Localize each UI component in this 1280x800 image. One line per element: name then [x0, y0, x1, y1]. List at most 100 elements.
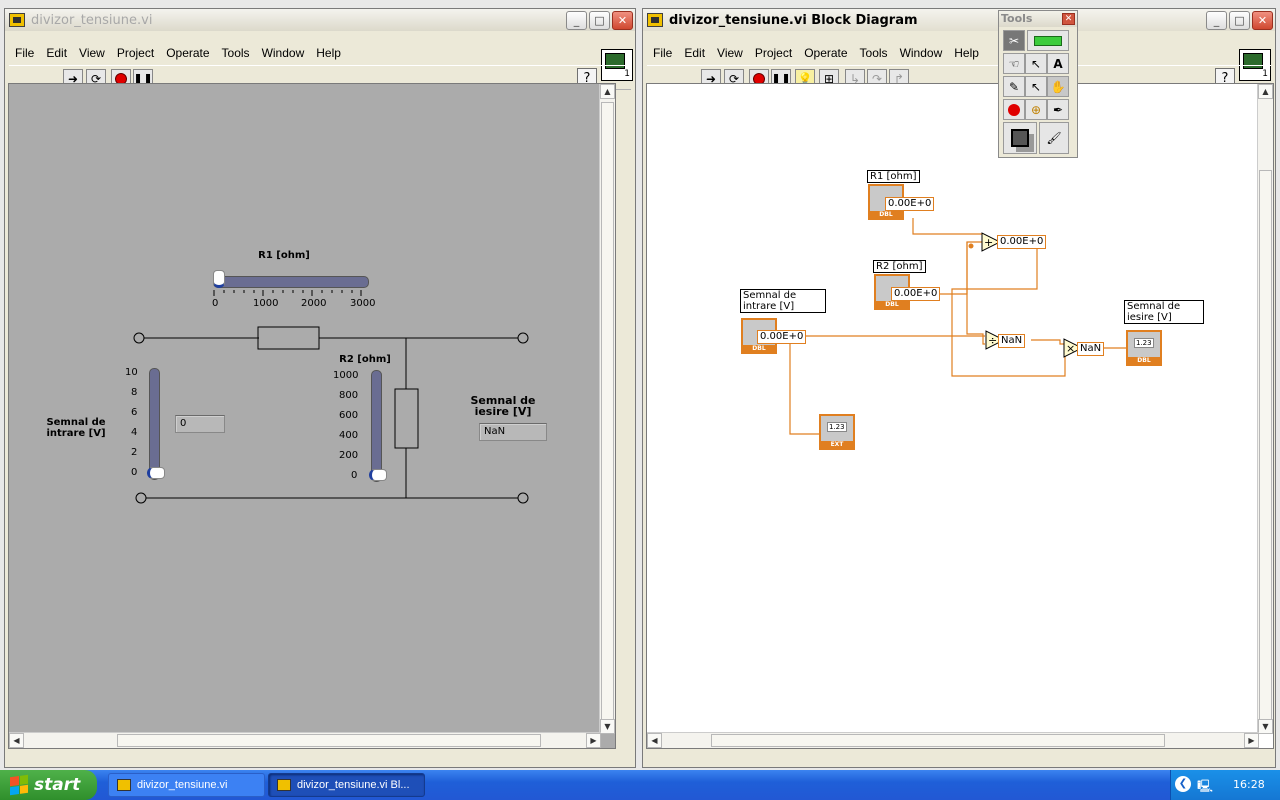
- network-icon[interactable]: 🖳: [1197, 779, 1214, 793]
- clock[interactable]: 16:28: [1233, 778, 1265, 791]
- input-indicator-terminal[interactable]: 1.23 EXT: [819, 414, 855, 450]
- menu-operate[interactable]: Operate: [166, 46, 210, 60]
- front-panel-titlebar[interactable]: divizor_tensiune.vi _ □ ✕: [5, 9, 635, 31]
- menu-project[interactable]: Project: [116, 46, 155, 60]
- r1-slider-track[interactable]: [213, 276, 369, 288]
- menu-project[interactable]: Project: [754, 46, 793, 60]
- menu-edit[interactable]: Edit: [46, 46, 68, 60]
- breakpoint-icon[interactable]: [1003, 99, 1025, 120]
- connect-wire-icon[interactable]: ✎: [1003, 76, 1025, 97]
- minimize-button[interactable]: _: [1206, 11, 1227, 30]
- r2-tick: 0: [351, 470, 358, 481]
- automatic-tool-icon[interactable]: ✂: [1003, 30, 1025, 51]
- probe-icon[interactable]: ⊕: [1025, 99, 1047, 120]
- output-indicator-terminal[interactable]: 1.23 DBL: [1126, 330, 1162, 366]
- divide-probe-value: NaN: [998, 334, 1026, 348]
- r2-slider-thumb[interactable]: [369, 469, 387, 481]
- numeric-indicator-icon: 1.23: [1134, 338, 1154, 348]
- vertical-scrollbar[interactable]: ▲ ▼: [599, 84, 615, 734]
- scroll-up-icon[interactable]: ▲: [1258, 84, 1273, 99]
- svg-text:÷: ÷: [988, 334, 997, 347]
- get-color-icon[interactable]: ✒: [1047, 99, 1069, 120]
- tray-expand-icon[interactable]: ❮: [1175, 776, 1191, 792]
- r1-tick: 2000: [301, 298, 327, 309]
- divide-function[interactable]: ÷: [985, 330, 1005, 350]
- scroll-window-icon[interactable]: ✋: [1047, 76, 1069, 97]
- tools-palette: Tools ✕ ✂ ☜ ↖ A ✎ ↖ ✋ ⊕ ✒ 🖌: [998, 10, 1078, 158]
- menu-edit[interactable]: Edit: [684, 46, 706, 60]
- scroll-thumb[interactable]: [1259, 170, 1272, 720]
- taskbar-item-front-panel[interactable]: divizor_tensiune.vi: [108, 773, 265, 797]
- vertical-scrollbar[interactable]: ▲ ▼: [1257, 84, 1273, 734]
- scroll-up-icon[interactable]: ▲: [600, 84, 615, 99]
- auto-select-indicator-icon[interactable]: [1027, 30, 1069, 51]
- tools-palette-title[interactable]: Tools: [999, 11, 1077, 27]
- menu-window[interactable]: Window: [899, 46, 943, 60]
- scroll-thumb[interactable]: [117, 734, 541, 747]
- horizontal-scrollbar[interactable]: ◀ ▶: [647, 732, 1259, 748]
- svg-text:×: ×: [1066, 342, 1075, 355]
- menu-file[interactable]: File: [653, 46, 673, 60]
- windows-flag-icon: [10, 774, 28, 796]
- paintbrush-icon[interactable]: 🖌: [1039, 122, 1069, 154]
- r2-tick: 800: [339, 390, 359, 401]
- r1-slider-thumb[interactable]: [213, 270, 225, 288]
- labview-app-icon: [647, 13, 663, 27]
- scroll-left-icon[interactable]: ◀: [9, 733, 24, 748]
- input-slider-track[interactable]: [149, 368, 160, 480]
- maximize-button[interactable]: □: [589, 11, 610, 30]
- scroll-thumb[interactable]: [601, 102, 614, 722]
- numeric-indicator-icon: 1.23: [827, 422, 847, 432]
- input-digital-display[interactable]: 0: [175, 415, 225, 433]
- scroll-left-icon[interactable]: ◀: [647, 733, 662, 748]
- menu-tools[interactable]: Tools: [221, 46, 250, 60]
- edit-text-icon[interactable]: A: [1047, 53, 1069, 74]
- window-title: divizor_tensiune.vi Block Diagram: [669, 12, 918, 28]
- tools-close-icon[interactable]: ✕: [1062, 13, 1075, 25]
- scroll-down-icon[interactable]: ▼: [600, 719, 615, 734]
- menu-help[interactable]: Help: [954, 46, 979, 60]
- input-tick: 8: [131, 387, 138, 398]
- menu-file[interactable]: File: [15, 46, 35, 60]
- object-shortcut-menu-icon[interactable]: ↖: [1025, 76, 1047, 97]
- menu-tools[interactable]: Tools: [859, 46, 888, 60]
- close-button[interactable]: ✕: [1252, 11, 1273, 30]
- set-color-icon[interactable]: [1003, 122, 1037, 154]
- labview-app-icon: [117, 779, 131, 791]
- horizontal-scrollbar[interactable]: ◀ ▶: [9, 732, 601, 748]
- start-label: start: [34, 775, 81, 795]
- add-probe-value: 0.00E+0: [997, 235, 1047, 249]
- maximize-button[interactable]: □: [1229, 11, 1250, 30]
- scroll-right-icon[interactable]: ▶: [1244, 733, 1259, 748]
- close-button[interactable]: ✕: [612, 11, 633, 30]
- taskbar-item-block-diagram[interactable]: divizor_tensiune.vi Bl...: [268, 773, 425, 797]
- block-diagram-window: divizor_tensiune.vi Block Diagram _ □ ✕ …: [642, 8, 1276, 768]
- menu-window[interactable]: Window: [261, 46, 305, 60]
- position-select-icon[interactable]: ↖: [1025, 53, 1047, 74]
- multiply-function[interactable]: ×: [1063, 338, 1083, 358]
- menu-view[interactable]: View: [717, 46, 743, 60]
- scroll-thumb[interactable]: [711, 734, 1165, 747]
- menu-operate[interactable]: Operate: [804, 46, 848, 60]
- input-tick: 10: [125, 367, 138, 378]
- r1-tick: 3000: [350, 298, 376, 309]
- input-tick: 0: [131, 467, 138, 478]
- svg-text:+: +: [984, 236, 993, 249]
- operate-value-icon[interactable]: ☜: [1003, 53, 1025, 74]
- output-terminal-label: Semnal de iesire [V]: [1124, 300, 1204, 324]
- block-diagram-titlebar[interactable]: divizor_tensiune.vi Block Diagram _ □ ✕: [643, 9, 1275, 31]
- menu-help[interactable]: Help: [316, 46, 341, 60]
- r2-tick: 1000: [333, 370, 359, 381]
- minimize-button[interactable]: _: [566, 11, 587, 30]
- input-slider-label: Semnal de intrare [V]: [46, 417, 106, 439]
- r2-slider-track[interactable]: [371, 370, 382, 482]
- system-tray: ❮ 🖳 16:28: [1170, 770, 1280, 800]
- scroll-right-icon[interactable]: ▶: [586, 733, 601, 748]
- start-button[interactable]: start: [0, 770, 97, 800]
- r1-probe-value: 0.00E+0: [885, 197, 935, 211]
- menu-view[interactable]: View: [79, 46, 105, 60]
- add-function[interactable]: +: [981, 232, 1001, 252]
- input-slider-thumb[interactable]: [147, 467, 165, 479]
- scroll-down-icon[interactable]: ▼: [1258, 719, 1273, 734]
- r2-terminal-label: R2 [ohm]: [873, 260, 926, 273]
